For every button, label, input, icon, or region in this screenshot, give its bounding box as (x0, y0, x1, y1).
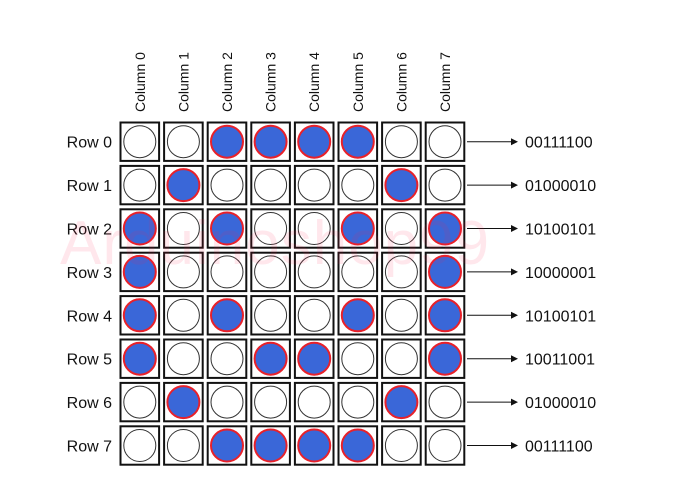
led-off (341, 168, 375, 202)
led-off (166, 125, 200, 159)
led-on (122, 211, 157, 246)
led-off (428, 125, 462, 159)
arrow-head (511, 268, 518, 276)
led-off (166, 298, 200, 332)
row-label: Row 5 (67, 352, 112, 369)
row-binary-value: 00111100 (525, 135, 593, 152)
led-on (384, 168, 419, 203)
row-label: Row 3 (67, 265, 112, 282)
led-off (123, 429, 157, 462)
column-label: Column 1 (175, 52, 191, 112)
led-off (297, 255, 331, 289)
led-on (166, 168, 201, 203)
led-on (384, 385, 419, 420)
led-off (210, 168, 244, 202)
arrow-head (511, 225, 518, 232)
led-off (297, 168, 331, 202)
led-off (384, 342, 418, 376)
led-on (340, 428, 375, 463)
led-on (428, 298, 462, 333)
row-binary-value: 01000010 (525, 395, 596, 412)
led-off (254, 212, 288, 245)
led-off (254, 298, 288, 332)
led-on (253, 341, 288, 376)
led-off (210, 342, 244, 376)
column-label: Column 6 (393, 52, 409, 112)
led-off (210, 385, 244, 419)
row-label: Row 1 (67, 178, 112, 195)
led-off (428, 429, 462, 462)
led-off (297, 212, 331, 245)
led-off (123, 168, 157, 202)
column-label: Column 4 (306, 52, 322, 112)
led-off (384, 255, 418, 289)
arrow-head (511, 181, 518, 189)
led-off (384, 429, 418, 462)
led-off (123, 125, 157, 159)
arrow-head (511, 355, 518, 363)
led-off (384, 212, 418, 245)
led-on (297, 341, 332, 376)
led-off (341, 342, 375, 376)
led-on (428, 341, 462, 376)
arrow-head (511, 442, 518, 449)
led-off (297, 385, 331, 419)
column-label: Column 5 (350, 52, 366, 112)
row-label: Row 6 (67, 395, 112, 412)
led-on (210, 428, 244, 463)
led-off (341, 385, 375, 419)
led-off (166, 212, 200, 245)
led-off (341, 255, 375, 289)
led-on (122, 298, 157, 333)
column-label: Column 3 (263, 52, 279, 112)
led-off (254, 168, 288, 202)
led-off (428, 385, 462, 419)
column-label: Column 0 (132, 52, 148, 112)
led-off (384, 298, 418, 332)
row-binary-value: 01000010 (525, 178, 596, 195)
column-label: Column 2 (219, 52, 235, 112)
led-off (123, 385, 157, 419)
led-off (166, 255, 200, 289)
row-label: Row 4 (67, 308, 112, 325)
led-on (340, 124, 375, 159)
row-binary-value: 00111100 (525, 439, 593, 456)
row-binary-value: 10011001 (525, 352, 595, 369)
column-label: Column 7 (437, 52, 453, 112)
led-on (428, 254, 462, 289)
led-off (166, 429, 200, 462)
led-off (254, 385, 288, 419)
row-binary-value: 10000001 (525, 265, 596, 282)
led-off (297, 298, 331, 332)
led-on (210, 211, 244, 246)
led-on (166, 385, 201, 420)
arrow-head (511, 311, 518, 319)
led-on (297, 428, 332, 463)
led-off (210, 255, 244, 289)
row-binary-value: 10100101 (525, 308, 596, 325)
led-off (166, 342, 200, 376)
led-on (122, 254, 157, 289)
led-off (384, 125, 418, 159)
led-on (210, 124, 244, 159)
led-on (210, 298, 244, 333)
led-off (254, 255, 288, 289)
led-on (122, 341, 157, 376)
row-binary-value: 10100101 (525, 222, 596, 239)
led-on (428, 211, 462, 246)
led-on (340, 211, 375, 246)
led-on (253, 124, 288, 159)
row-label: Row 7 (67, 439, 112, 456)
row-label: Row 2 (67, 222, 112, 239)
led-on (253, 428, 288, 463)
led-on (340, 298, 375, 333)
arrow-head (511, 138, 518, 146)
led-off (428, 168, 462, 202)
row-label: Row 0 (67, 135, 112, 152)
led-on (297, 124, 332, 159)
arrow-head (511, 398, 518, 406)
